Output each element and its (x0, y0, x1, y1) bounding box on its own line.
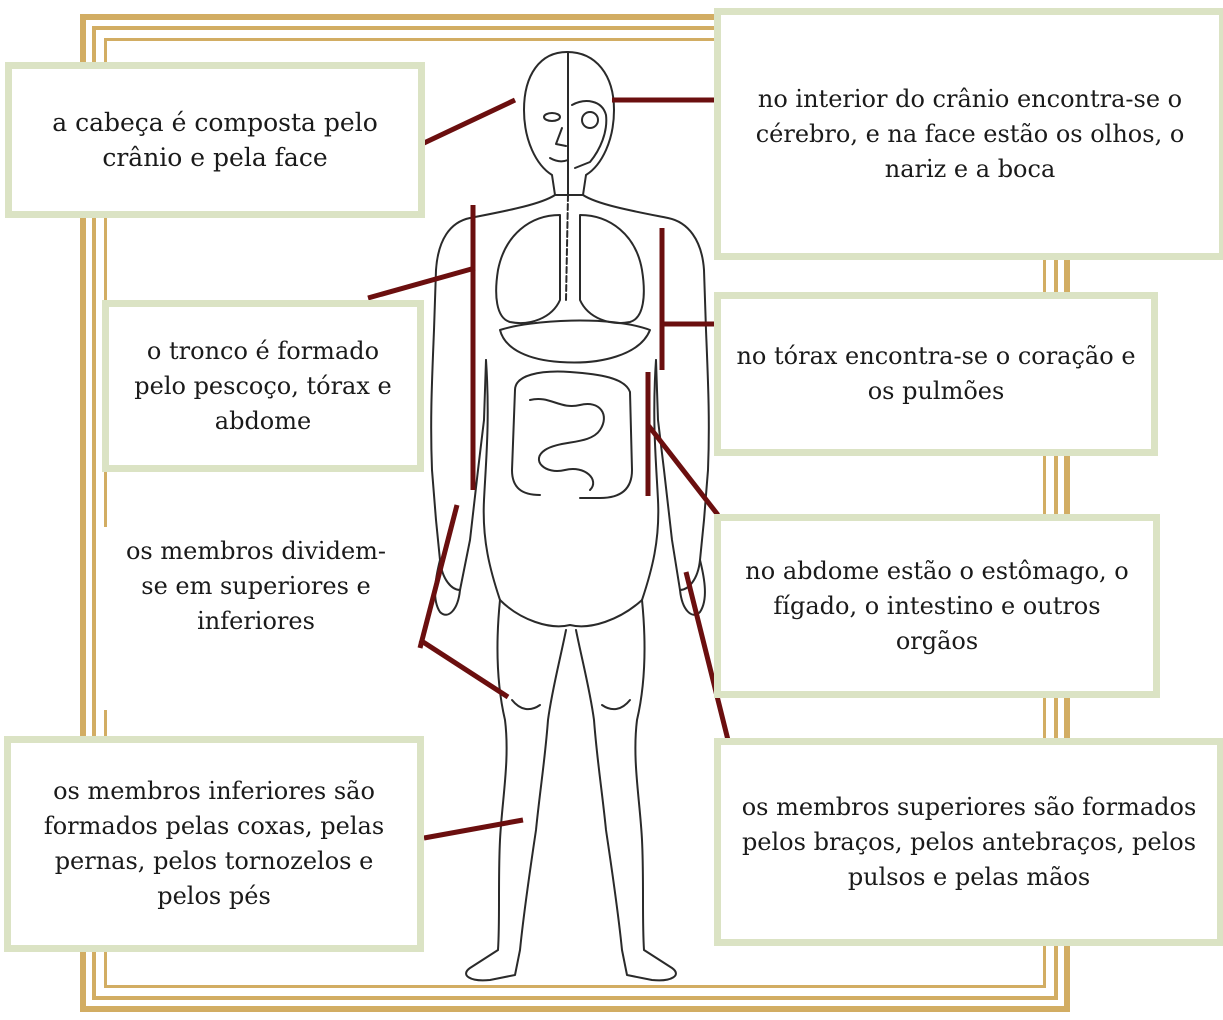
large-intestine (515, 372, 632, 498)
left-lung (496, 215, 560, 323)
liver (500, 321, 650, 363)
label-thorax-text: no tórax encontra-se o coração e os pulm… (731, 339, 1141, 409)
label-head-text: a cabeça é composta pelo crânio e pela f… (22, 105, 408, 175)
right-leg (576, 600, 676, 980)
label-head-interior: no interior do crânio encontra-se o cére… (714, 8, 1223, 260)
label-limbs: os membros dividem-se em superiores e in… (96, 527, 416, 710)
left-leg (466, 600, 566, 980)
trunk-left (484, 360, 500, 600)
leader-limbs-leg (420, 640, 508, 697)
label-abdomen: no abdome estão o estômago, o fígado, o … (714, 514, 1160, 698)
label-trunk-text: o tronco é formado pelo pescoço, tórax e… (119, 334, 407, 439)
small-intestine (530, 399, 604, 490)
label-trunk: o tronco é formado pelo pescoço, tórax e… (102, 300, 424, 472)
label-abdomen-text: no abdome estão o estômago, o fígado, o … (731, 554, 1143, 659)
nose (556, 128, 566, 146)
leader-limbs-arm (420, 505, 457, 648)
pelvis (500, 600, 642, 626)
label-thorax: no tórax encontra-se o coração e os pulm… (714, 292, 1158, 456)
leader-head (424, 100, 515, 143)
right-knee (602, 700, 630, 709)
label-lower-limbs-text: os membros inferiores são formados pelas… (21, 774, 407, 914)
leader-lower-limbs (424, 820, 523, 838)
spine (566, 195, 568, 300)
left-eye (544, 113, 560, 121)
label-lower-limbs: os membros inferiores são formados pelas… (4, 736, 424, 952)
label-head-interior-text: no interior do crânio encontra-se o cére… (731, 82, 1209, 187)
leader-trunk-diagonal (368, 268, 475, 298)
label-upper-limbs: os membros superiores são formados pelos… (714, 738, 1223, 946)
right-eye-socket (582, 112, 598, 128)
right-lung (580, 215, 644, 323)
label-upper-limbs-text: os membros superiores são formados pelos… (731, 790, 1207, 895)
intestine-left (512, 390, 540, 495)
mouth (550, 158, 568, 161)
label-limbs-text: os membros dividem-se em superiores e in… (113, 534, 399, 639)
label-head: a cabeça é composta pelo crânio e pela f… (5, 62, 425, 218)
left-knee (512, 700, 540, 709)
